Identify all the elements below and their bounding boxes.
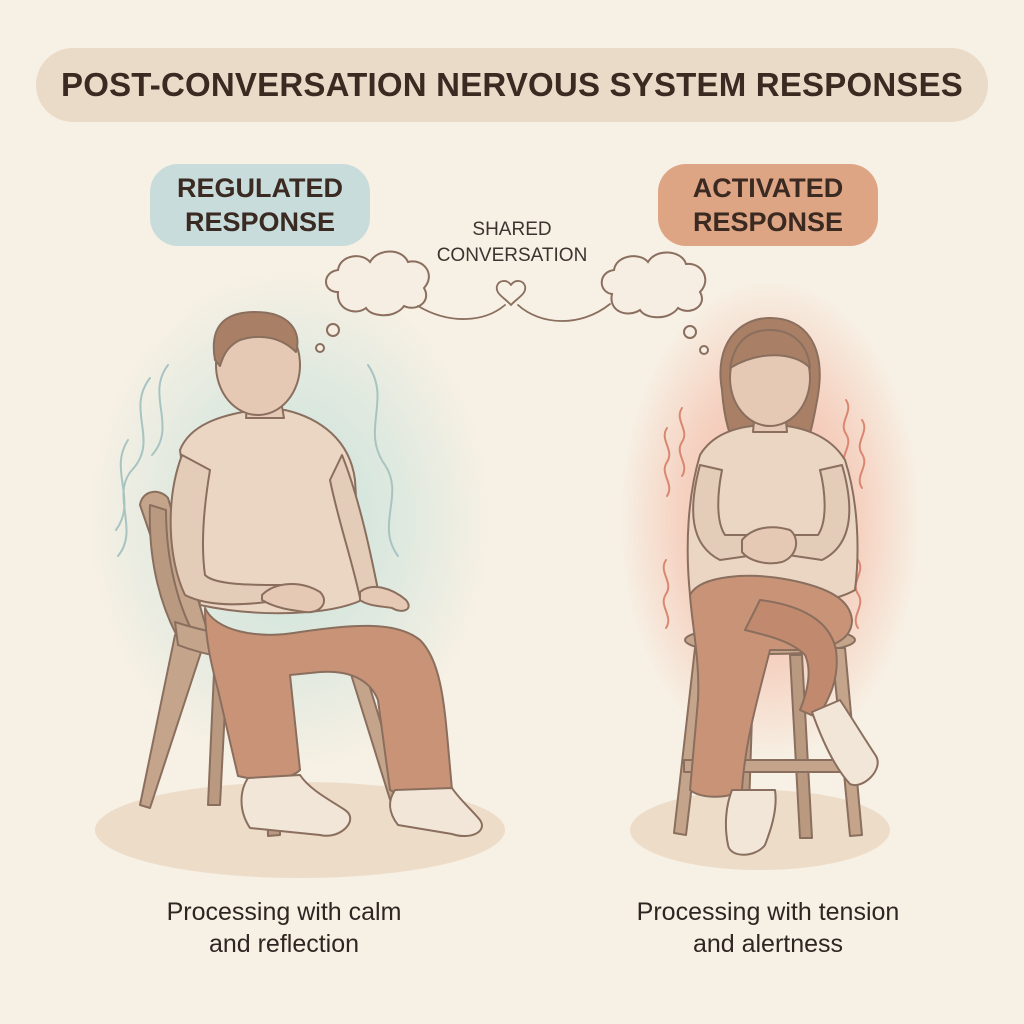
page-title: POST-CONVERSATION NERVOUS SYSTEM RESPONS… <box>60 66 963 103</box>
tense-person <box>686 317 879 856</box>
center-label-line: CONVERSATION <box>436 245 588 266</box>
activated-response-badge: ACTIVATED RESPONSE <box>658 164 878 246</box>
shared-conversation-label: SHARED CONVERSATION <box>412 217 612 269</box>
title-banner: POST-CONVERSATION NERVOUS SYSTEM RESPONS… <box>36 48 988 122</box>
regulated-response-badge: REGULATED RESPONSE <box>150 164 370 246</box>
center-label-line: SHARED <box>472 219 552 240</box>
activated-caption: Processing with tension and alertness <box>588 896 948 960</box>
thought-cloud-right <box>600 251 709 355</box>
heart-icon <box>495 280 527 306</box>
caption-line: and reflection <box>208 930 360 958</box>
badge-line: RESPONSE <box>692 207 844 237</box>
caption-line: Processing with calm <box>166 898 402 926</box>
regulated-caption: Processing with calm and reflection <box>104 896 464 960</box>
badge-line: RESPONSE <box>184 207 336 237</box>
badge-line: REGULATED <box>177 173 343 203</box>
thought-cloud-left <box>315 250 430 353</box>
calm-breath-lines <box>115 364 399 557</box>
caption-line: Processing with tension <box>636 898 900 926</box>
badge-line: ACTIVATED <box>692 173 844 203</box>
connector-line <box>417 303 611 322</box>
calm-person <box>169 311 483 838</box>
caption-line: and alertness <box>692 930 844 958</box>
